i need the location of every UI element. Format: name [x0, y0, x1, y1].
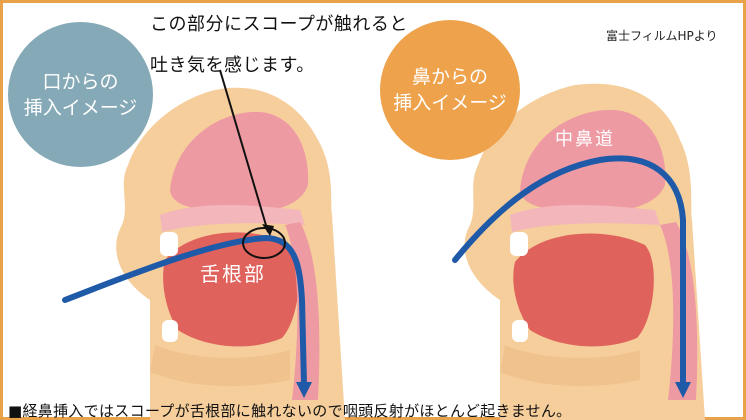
nasal-scope-arrowhead [675, 382, 691, 398]
badge-line1: 口からの [42, 70, 119, 93]
nasal-cavity [170, 111, 309, 213]
tongue [163, 232, 299, 347]
throat-lining [660, 222, 698, 400]
nasal-scope-path [452, 155, 686, 388]
lower-jaw [150, 345, 290, 387]
palate [510, 205, 660, 232]
callout-text-line1: この部分にスコープが触れると [150, 14, 408, 35]
badge-line2: 挿入イメージ [393, 92, 507, 114]
front-teeth [160, 232, 178, 256]
lower-jaw [500, 345, 640, 387]
callout-pointer-arrowhead [262, 224, 274, 236]
source-credit: 富士フィルムHPより [606, 29, 718, 43]
mouth-insertion-badge: 口からの 挿入イメージ [8, 22, 153, 167]
lower-teeth [162, 320, 178, 342]
nose-insertion-badge: 鼻からの 挿入イメージ [380, 20, 520, 160]
badge-line2: 挿入イメージ [23, 96, 138, 119]
badge-line1: 鼻からの [411, 66, 488, 88]
oral-scope-arrowhead [296, 382, 312, 398]
tongue-base-highlight-circle [242, 227, 286, 259]
callout-text-line2: 吐き気を感じます。 [150, 55, 315, 76]
figure-caption: ■経鼻挿入ではスコープが舌根部に触れないので咽頭反射がほとんど起きません。 [8, 402, 572, 420]
mouth-head-illustration [116, 87, 345, 420]
lower-teeth [512, 320, 528, 342]
front-teeth [510, 232, 528, 256]
callout-pointer-arrow [219, 69, 269, 233]
oral-scope-path [62, 234, 307, 388]
palate [160, 205, 305, 232]
tongue [513, 233, 654, 347]
tongue-base-label: 舌根部 [200, 262, 266, 286]
middle-meatus-label: 中鼻道 [555, 129, 615, 150]
